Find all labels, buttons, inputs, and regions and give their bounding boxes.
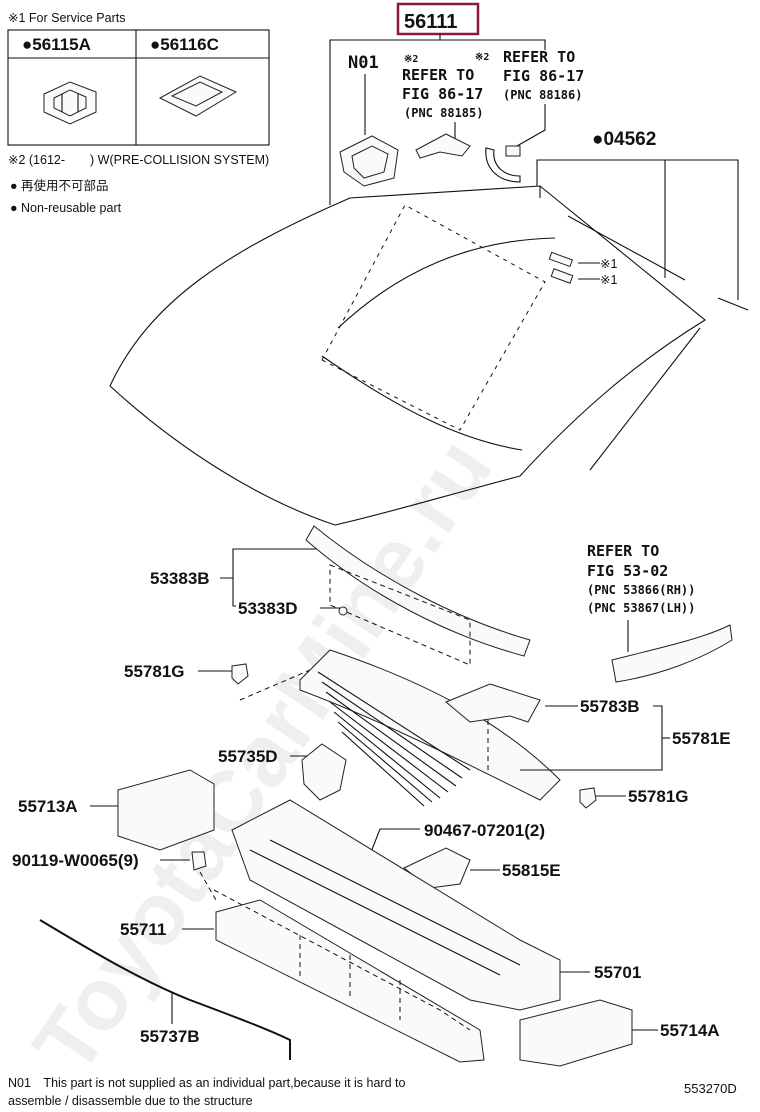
side-panel-55714a [519, 999, 633, 1067]
ref2-line2: FIG 86-17 [503, 67, 584, 85]
ref1-pnc: (PNC 88185) [404, 106, 483, 120]
part-90119[interactable]: 90119-W0065(9) [12, 851, 139, 870]
clip-56116c-illustration [158, 75, 238, 117]
part-55815e[interactable]: 55815E [502, 861, 561, 880]
part-53383d[interactable]: 53383D [238, 599, 298, 618]
part-55781e[interactable]: 55781E [672, 729, 731, 748]
part-04562[interactable]: ●04562 [592, 129, 656, 150]
pre-collision-note: ※2 (1612- ) W(PRE-COLLISION SYSTEM) [8, 153, 269, 167]
part-55735d[interactable]: 55735D [218, 747, 278, 766]
ref3-line1: REFER TO [587, 542, 659, 560]
service-parts-header: ※1 For Service Parts [8, 11, 125, 25]
part-53383b[interactable]: 53383B [150, 569, 210, 588]
cowl-weatherstrip [305, 525, 531, 657]
ref3-line2: FIG 53-02 [587, 562, 668, 580]
camera-bracket-n01 [339, 135, 399, 187]
part-55781g-right[interactable]: 55781G [628, 787, 689, 806]
service-parts-box: ※1 For Service Parts ●56115A ●56116C [7, 11, 270, 146]
part-55713a[interactable]: 55713A [18, 797, 78, 816]
part-55701[interactable]: 55701 [594, 963, 641, 982]
louver-bracket-55783b [445, 683, 541, 723]
service-part-56116c[interactable]: ●56116C [150, 35, 219, 54]
ref1-mark: ※2 [404, 54, 418, 65]
clip-55781g-right [579, 787, 597, 809]
cowl-seal-55737b [39, 919, 291, 1060]
cowl-panel-55701 [231, 799, 561, 1011]
cowl-ventilator-louver [299, 649, 561, 807]
cowl-side-cover [611, 624, 733, 683]
footnote-line2: assemble / disassemble due to the struct… [8, 1094, 253, 1108]
diagram-code: 553270D [684, 1081, 737, 1096]
ref2-mark: ※2 [475, 52, 489, 63]
windshield-glass [109, 185, 749, 526]
clip-mark-1b: ※1 [600, 273, 617, 287]
ref1-line2: FIG 86-17 [402, 85, 483, 103]
legend-jp: ● 再使用不可部品 [10, 178, 109, 193]
part-55783b[interactable]: 55783B [580, 697, 640, 716]
ref2-pnc: (PNC 88186) [503, 88, 582, 102]
part-55781g-left[interactable]: 55781G [124, 662, 185, 681]
cowl-lower-panel-55711 [213, 889, 485, 1063]
part-55737b[interactable]: 55737B [140, 1027, 200, 1046]
clip-mark-1a: ※1 [600, 257, 617, 271]
clip-56115a-illustration [43, 81, 97, 125]
footnote-line1: N01 This part is not supplied as an indi… [8, 1076, 405, 1090]
sensor-harness [485, 147, 521, 183]
main-part-56111[interactable]: 56111 [404, 11, 457, 33]
legend-en: ● Non-reusable part [10, 201, 122, 215]
sensor-cover [415, 133, 471, 159]
bolt-90119 [191, 851, 207, 871]
ref3-pnc1: (PNC 53866(RH)) [587, 583, 695, 597]
side-panel-55713a [117, 769, 215, 851]
ref1-line1: REFER TO [402, 66, 474, 84]
clip-55781g-left [231, 663, 249, 685]
bracket-55735d [301, 743, 347, 801]
part-55711[interactable]: 55711 [120, 920, 166, 939]
part-90467[interactable]: 90467-07201(2) [424, 821, 545, 840]
ref2-line1: REFER TO [503, 48, 575, 66]
ref3-pnc2: (PNC 53867(LH)) [587, 601, 695, 615]
n01-label: N01 [348, 53, 379, 73]
service-part-56115a[interactable]: ●56115A [22, 35, 91, 54]
part-55714a[interactable]: 55714A [660, 1021, 720, 1040]
main-part-highlight-box [396, 2, 480, 36]
